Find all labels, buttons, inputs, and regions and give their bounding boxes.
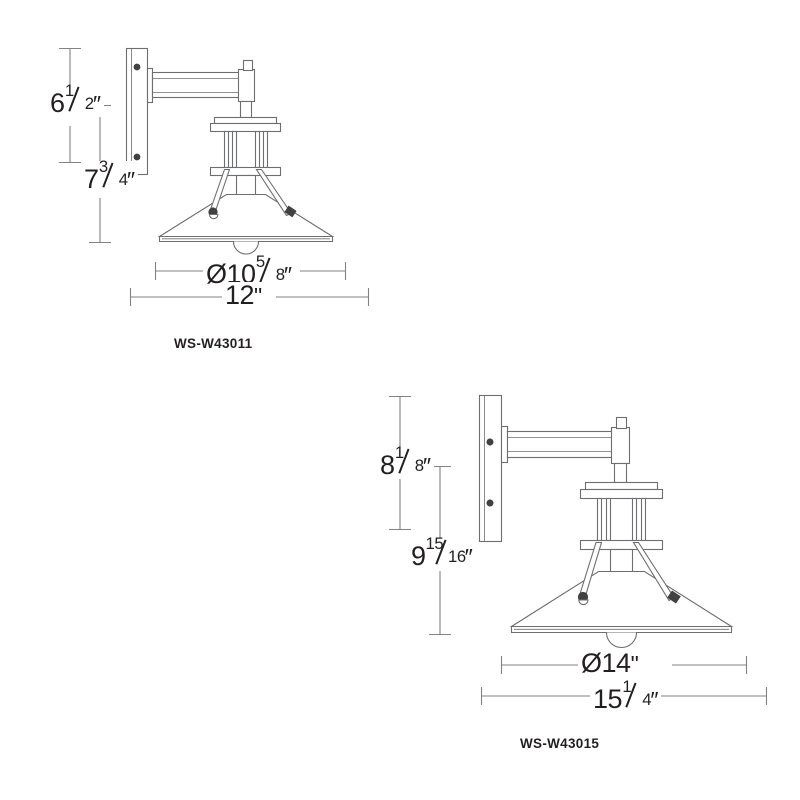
- dim-dia-14: [500, 656, 748, 674]
- dim-8-1-8: [389, 395, 411, 531]
- knuckle-joint: [610, 416, 631, 484]
- bulb-outline: [605, 632, 638, 648]
- lamp-cage: [209, 116, 282, 199]
- dim-dia-10-5-8: [154, 262, 347, 280]
- support-arm: [506, 430, 614, 459]
- lamp-cage: [579, 481, 664, 577]
- dim-label-width-12: 12": [222, 282, 265, 309]
- fixture-illustration-ws-w43015: [478, 394, 734, 648]
- bulb-outline: [232, 241, 260, 255]
- shade-support-rods: [577, 541, 681, 606]
- shade-support-rods: [208, 168, 297, 220]
- model-number-ws-w43015: WS-W43015: [520, 736, 600, 751]
- wall-backplate: [125, 47, 149, 176]
- knuckle-joint: [237, 59, 256, 119]
- dim-12: [129, 288, 370, 306]
- dim-15-1-4: [480, 687, 768, 705]
- support-arm: [151, 71, 241, 99]
- fixture-illustration-ws-w43011: [125, 47, 335, 255]
- dim-label-diameter-14: Ø14": [578, 650, 642, 677]
- wall-backplate: [478, 394, 503, 543]
- shade-cone: [157, 193, 335, 243]
- dimension-lines-ws-w43015: [389, 395, 768, 705]
- shade-cone: [509, 570, 734, 634]
- model-number-ws-w43011: WS-W43011: [174, 336, 253, 351]
